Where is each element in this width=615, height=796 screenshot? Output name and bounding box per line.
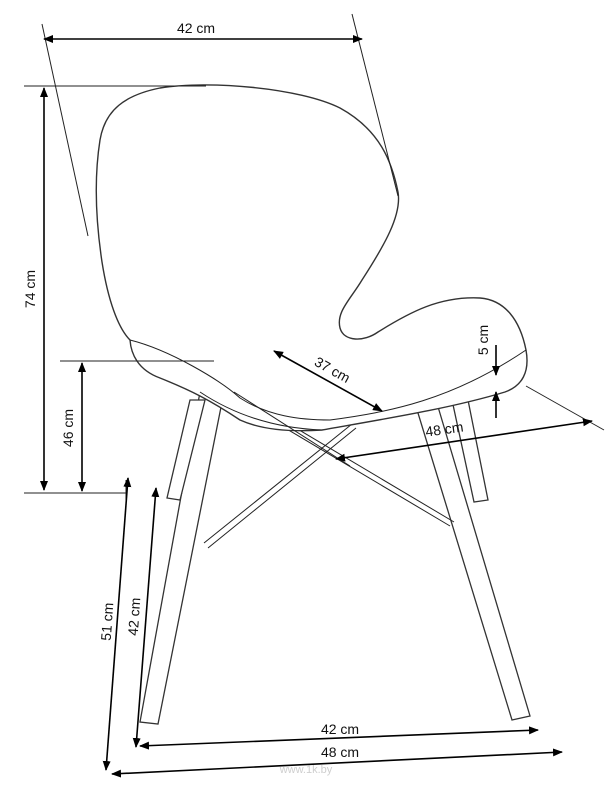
dim-leg-height-inner: 42 cm <box>125 487 160 748</box>
svg-text:5 cm: 5 cm <box>475 325 491 355</box>
svg-text:48 cm: 48 cm <box>424 418 464 439</box>
dim-back-width: 42 cm <box>41 13 399 237</box>
back-left-leg <box>166 399 206 501</box>
dim-leg-height-outer: 51 cm <box>98 477 132 771</box>
dim-base-width-outer: 48 cm <box>111 744 563 778</box>
seat-edge <box>129 339 527 421</box>
svg-text:48 cm: 48 cm <box>321 744 359 760</box>
chair-legs <box>139 391 531 725</box>
svg-text:42 cm: 42 cm <box>125 597 144 636</box>
svg-text:51 cm: 51 cm <box>98 602 117 641</box>
brace-1b <box>207 427 357 549</box>
dim-seat-height: 46 cm <box>60 360 214 492</box>
svg-text:46 cm: 46 cm <box>60 409 76 447</box>
svg-text:42 cm: 42 cm <box>177 20 215 36</box>
seat-shell <box>95 84 528 432</box>
svg-text:42 cm: 42 cm <box>321 721 359 737</box>
watermark-url: www.1k.by <box>279 764 333 776</box>
svg-text:74 cm: 74 cm <box>22 270 38 308</box>
brace-1 <box>203 423 353 544</box>
seat-underline <box>199 391 323 431</box>
dim-seat-depth: 48 cm <box>233 385 605 467</box>
dim-seat-thickness: 5 cm <box>475 325 500 418</box>
dim-base-width-inner: 42 cm <box>139 721 539 750</box>
